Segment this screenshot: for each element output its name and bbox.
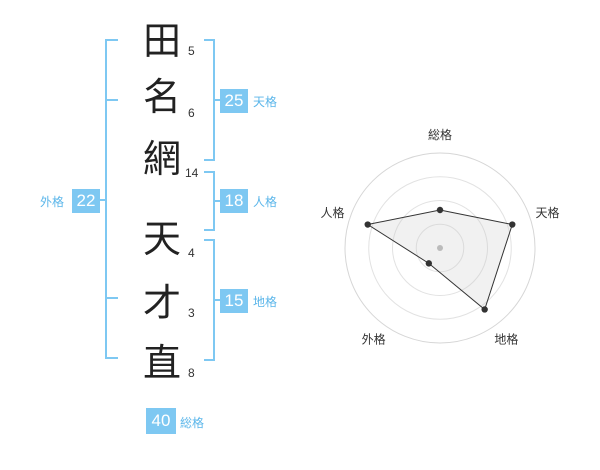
- soukaku-value: 40: [146, 408, 176, 434]
- stroke-count-2: 6: [188, 106, 195, 120]
- radar-point-1: [436, 206, 444, 214]
- radar-axis-label-1: 総格: [428, 127, 452, 142]
- stroke-count-6: 8: [188, 366, 195, 380]
- name-char-6: 直: [142, 341, 181, 385]
- radar-center: [437, 245, 443, 251]
- stroke-count-4: 4: [188, 246, 195, 260]
- name-char-5: 才: [142, 281, 181, 325]
- name-char-3: 網: [142, 137, 181, 181]
- stroke-count-3: 14: [185, 166, 199, 180]
- name-char-1: 田: [142, 19, 181, 63]
- radar-axis-label-3: 地格: [494, 331, 518, 346]
- radar-axis-label-4: 外格: [362, 331, 386, 346]
- tenkaku-label: 天格: [253, 95, 278, 109]
- name-char-2: 名: [142, 75, 181, 119]
- name-char-4: 天: [142, 217, 181, 261]
- radar-point-4: [425, 260, 433, 267]
- gaikaku-label: 外格: [40, 195, 65, 209]
- chikaku-bracket: [204, 239, 215, 361]
- radar-axis-label-2: 天格: [535, 205, 559, 220]
- jinkaku-label: 人格: [253, 195, 278, 209]
- radar-ring-1: [415, 223, 465, 273]
- radar-ring-3: [368, 176, 512, 320]
- jinkaku-bracket: [204, 171, 215, 231]
- radar-ring-2: [392, 200, 488, 296]
- outer-bracket: [105, 39, 118, 359]
- radar-point-3: [481, 306, 488, 313]
- stroke-count-5: 3: [188, 306, 195, 320]
- tenkaku-value: 25: [220, 89, 248, 113]
- chikaku-label: 地格: [253, 295, 278, 309]
- jinkaku-value: 18: [220, 189, 248, 213]
- radar-point-2: [509, 221, 516, 228]
- gaikaku-value: 22: [72, 189, 100, 213]
- radar-series-polygon: [366, 209, 513, 311]
- chikaku-value: 15: [220, 289, 248, 313]
- radar-axis-label-5: 人格: [321, 205, 345, 220]
- stroke-count-1: 5: [188, 44, 195, 58]
- radar-point-5: [364, 221, 371, 228]
- soukaku-label: 総格: [180, 416, 205, 430]
- tenkaku-bracket: [204, 39, 215, 161]
